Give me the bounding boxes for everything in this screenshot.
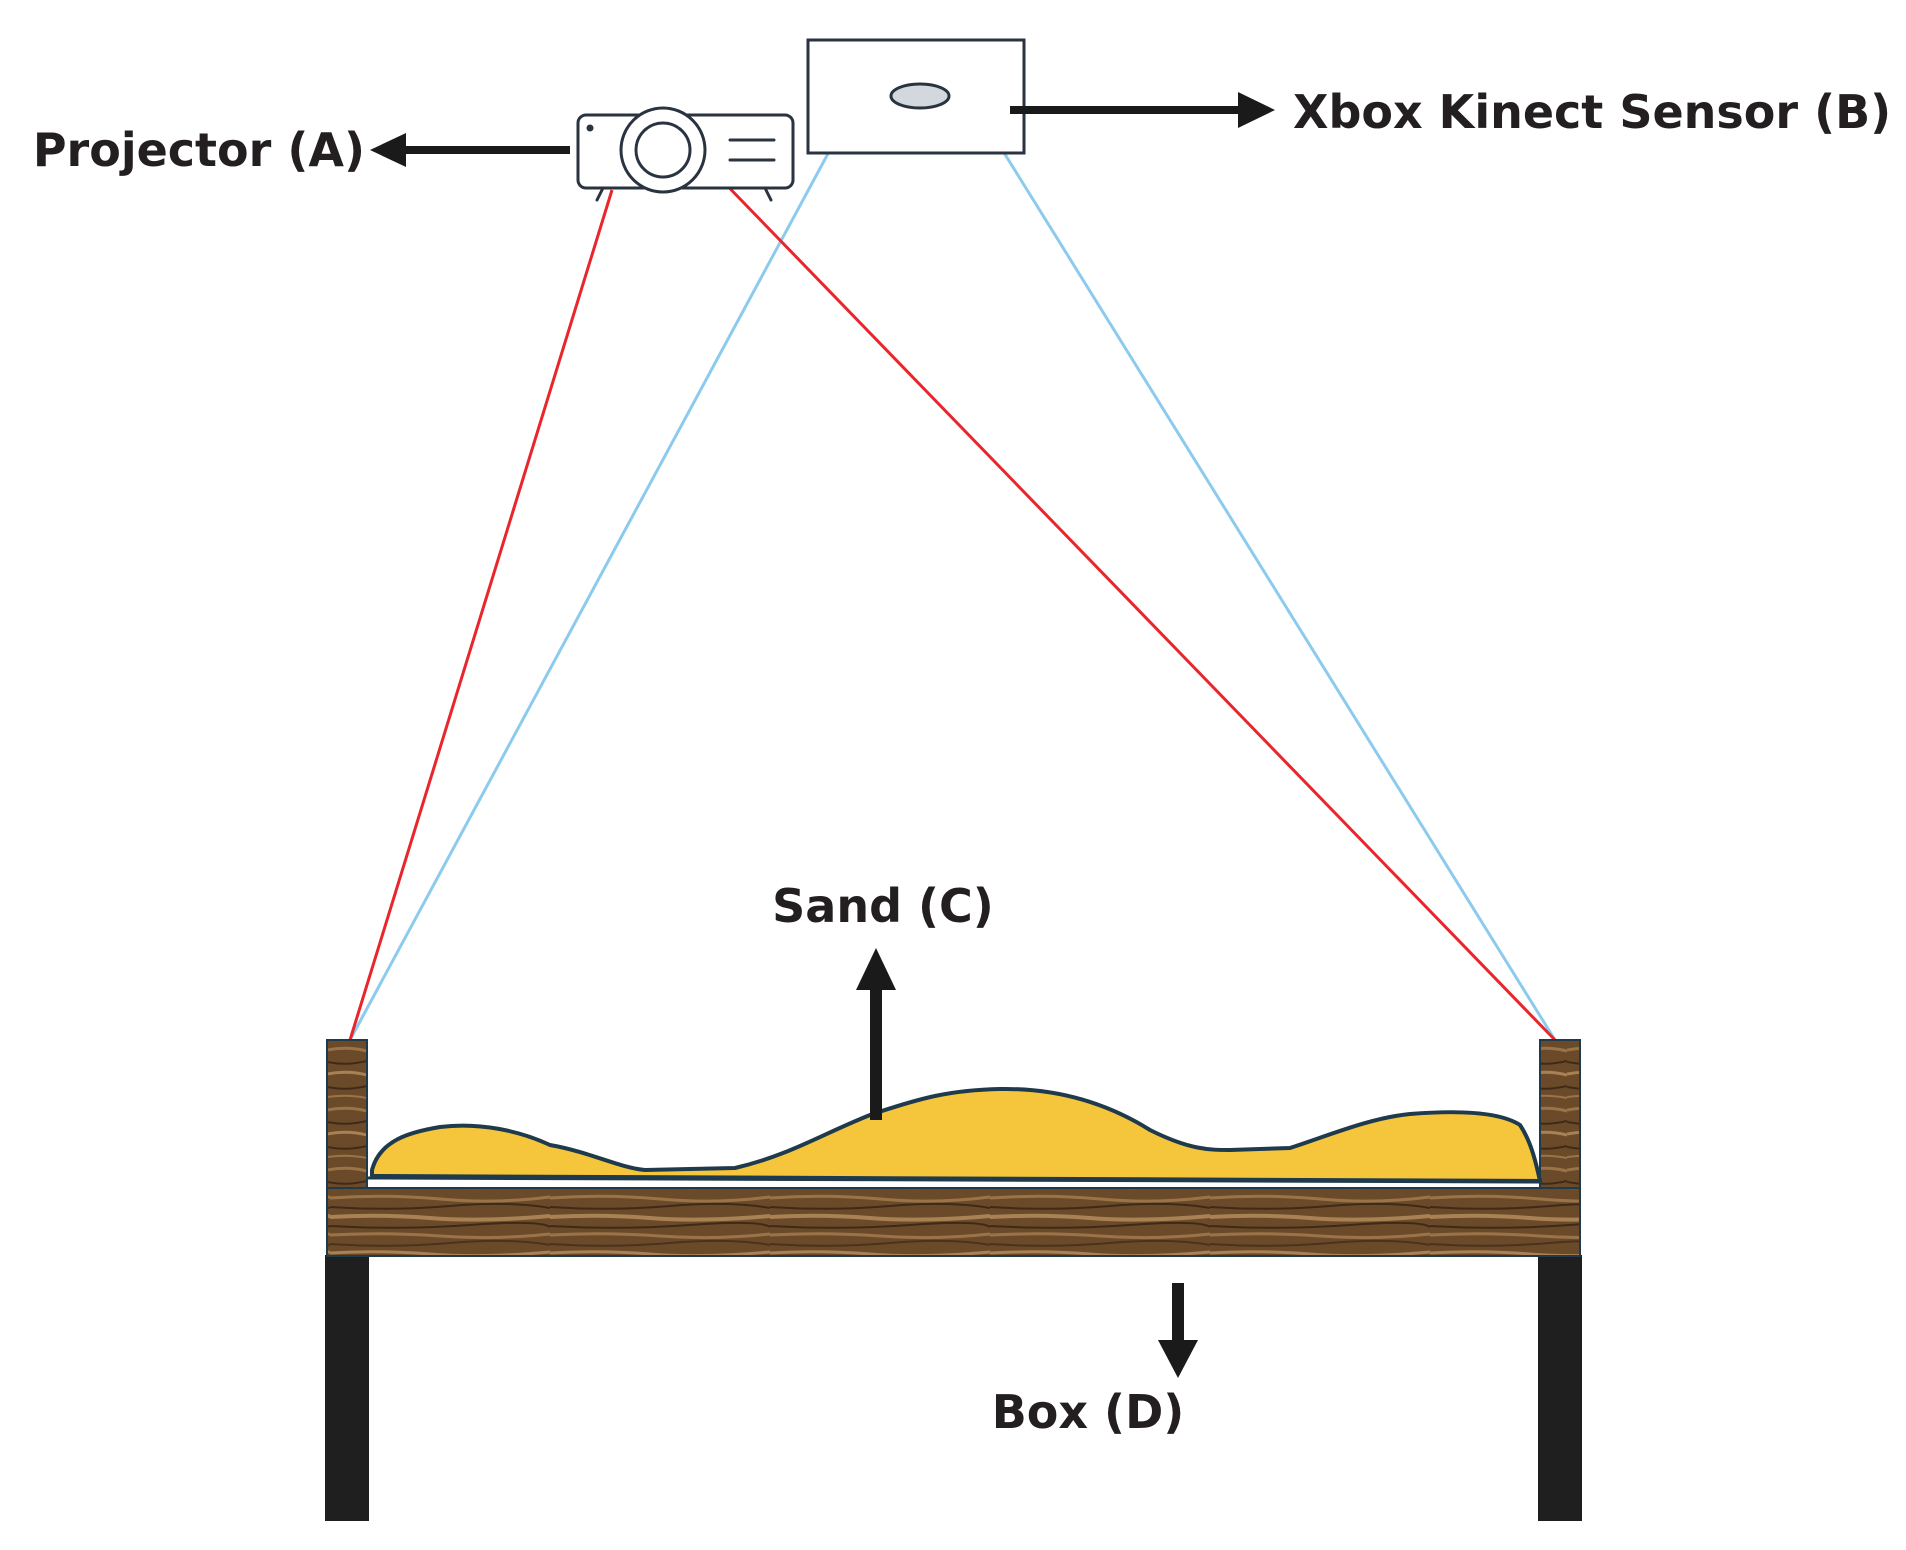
kinect-arrow — [1010, 92, 1275, 128]
projector-beam-left — [348, 189, 614, 1041]
box-arrow — [1158, 1283, 1198, 1378]
box-leg-left — [325, 1255, 369, 1521]
box-wall-right — [1539, 1039, 1581, 1191]
kinect-sensor-icon — [806, 38, 1026, 155]
projector-arrow — [370, 133, 570, 167]
box-wall-left — [326, 1039, 368, 1191]
sand-mound — [370, 1086, 1542, 1183]
box-label: Box (D) — [992, 1385, 1185, 1439]
kinect-beam-left — [348, 97, 860, 1041]
projector-icon — [576, 106, 795, 202]
projector-beams — [348, 168, 1557, 1042]
projector-label: Projector (A) — [33, 123, 365, 177]
projector-beam-right — [710, 168, 1557, 1042]
sand-arrow — [856, 948, 896, 1120]
box-leg-right — [1538, 1255, 1582, 1521]
sand-label: Sand (C) — [772, 879, 994, 933]
kinect-beam-right — [968, 97, 1557, 1041]
kinect-beams — [348, 97, 1557, 1041]
kinect-label: Xbox Kinect Sensor (B) — [1293, 85, 1891, 139]
box-floor — [326, 1187, 1581, 1257]
